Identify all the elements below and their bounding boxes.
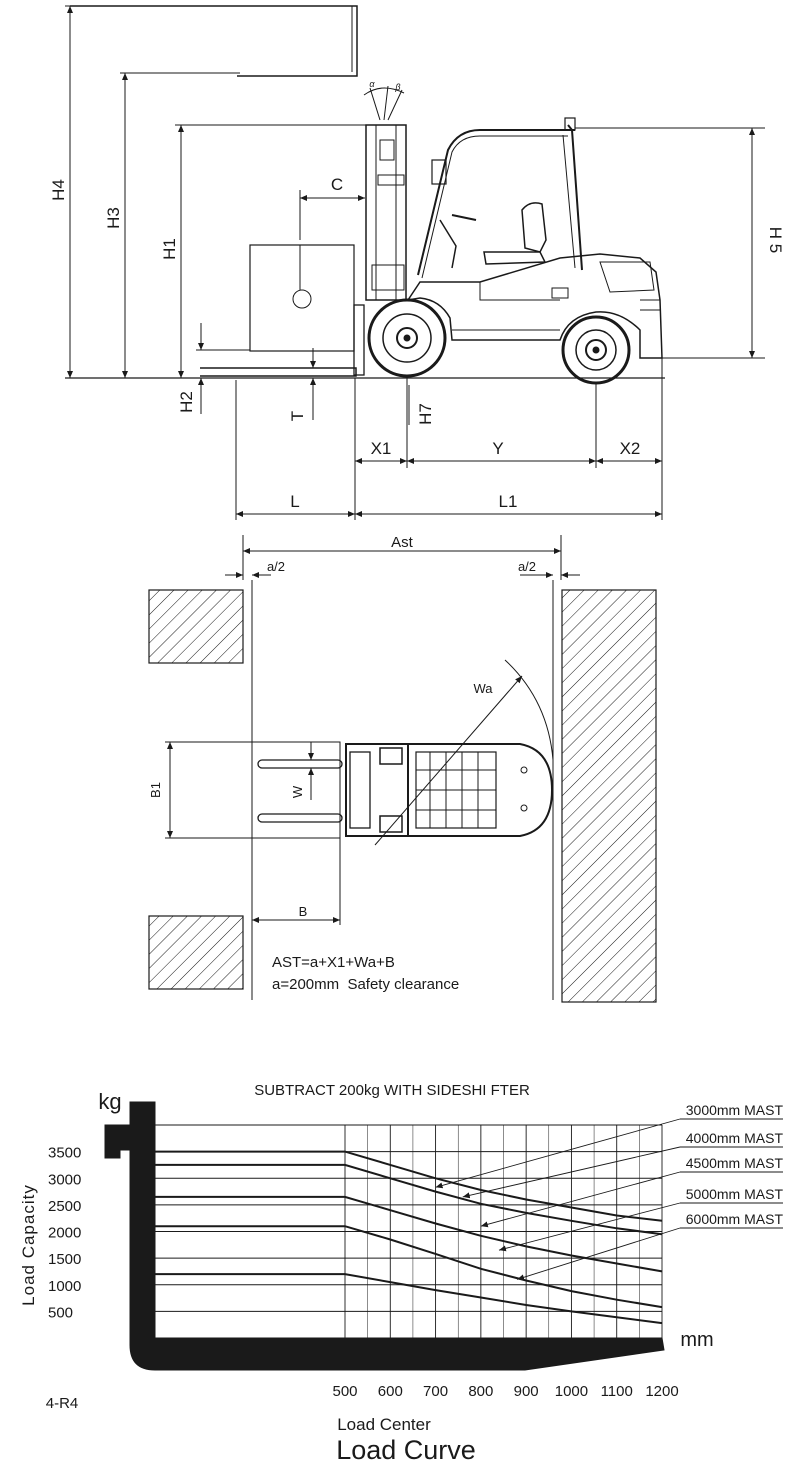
legend-label-5: 6000mm MAST — [686, 1211, 784, 1227]
series-line-1 — [155, 1150, 663, 1222]
label-h2: H2 — [177, 391, 196, 413]
x-tick-label: 700 — [423, 1383, 448, 1400]
y-tick-label: 3000 — [48, 1171, 81, 1188]
label-h1: H1 — [160, 238, 179, 260]
label-h5: H 5 — [766, 227, 785, 253]
chart-title: Load Curve — [336, 1435, 476, 1465]
side-view-drawing — [65, 5, 765, 520]
legend-leader-2 — [462, 1146, 681, 1199]
chart-legend: 3000mm MAST 4000mm MAST 4500mm MAST 5000mm … — [435, 1102, 784, 1281]
label-b: B — [299, 904, 308, 919]
x-tick-label: 1200 — [645, 1383, 678, 1400]
label-alpha: α — [369, 79, 375, 89]
label-x1: X1 — [371, 439, 392, 458]
safety-clearance-note: a=200mm Safety clearance — [272, 976, 459, 993]
fork-shaped-axis — [104, 1101, 665, 1371]
chart-note: SUBTRACT 200kg WITH SIDESHI FTER — [254, 1082, 530, 1099]
series-line-4 — [155, 1225, 663, 1309]
load-chart: SUBTRACT 200kg WITH SIDESHI FTER kg mm L… — [19, 1082, 783, 1465]
ast-formula: AST=a+X1+Wa+B — [272, 954, 395, 971]
plan-view-drawing — [148, 535, 657, 1003]
label-t: T — [288, 411, 307, 421]
legend-leader-3 — [480, 1171, 681, 1228]
plan-view-labels: Ast a/2 a/2 Wa B1 W B AST=a+X1+Wa+B a=20… — [148, 534, 536, 993]
label-w: W — [290, 785, 305, 798]
y-tick-label: 1000 — [48, 1278, 81, 1295]
chart-grid — [155, 1124, 663, 1338]
chart-series — [155, 1150, 663, 1325]
legend-label-3: 4500mm MAST — [686, 1155, 784, 1171]
x-tick-label: 900 — [514, 1383, 539, 1400]
series-line-5 — [155, 1273, 663, 1325]
legend-leader-5 — [516, 1227, 681, 1281]
label-wa: Wa — [473, 681, 493, 696]
y-axis-title: Load Capacity — [19, 1184, 38, 1306]
chart-y-ticks: 500 1000 1500 2000 2500 3000 3500 — [48, 1145, 81, 1322]
legend-leader-1 — [435, 1118, 681, 1189]
label-c: C — [331, 175, 343, 194]
y-tick-label: 2500 — [48, 1198, 81, 1215]
label-beta: β — [394, 82, 400, 92]
y-unit: kg — [98, 1089, 121, 1114]
y-tick-label: 3500 — [48, 1145, 81, 1162]
legend-label-1: 3000mm MAST — [686, 1102, 784, 1118]
x-tick-label: 1000 — [555, 1383, 588, 1400]
label-a-half-right: a/2 — [518, 559, 536, 574]
label-y: Y — [492, 439, 503, 458]
legend-label-4: 5000mm MAST — [686, 1186, 784, 1202]
label-b1: B1 — [148, 782, 163, 798]
y-tick-label: 500 — [48, 1304, 73, 1321]
y-tick-label: 1500 — [48, 1251, 81, 1268]
series-line-3 — [155, 1195, 663, 1273]
x-tick-label: 800 — [468, 1383, 493, 1400]
label-h4: H4 — [49, 179, 68, 201]
legend-label-2: 4000mm MAST — [686, 1130, 784, 1146]
x-tick-label: 1100 — [601, 1383, 633, 1400]
series-line-2 — [155, 1163, 663, 1236]
label-h7: H7 — [416, 403, 435, 425]
x-tick-label: 600 — [378, 1383, 403, 1400]
x-axis-title: Load Center — [337, 1415, 431, 1434]
label-a-half-left: a/2 — [267, 559, 285, 574]
label-ast: Ast — [391, 534, 414, 551]
x-tick-label: 500 — [332, 1383, 357, 1400]
legend-leader-4 — [498, 1202, 681, 1252]
label-l: L — [290, 492, 299, 511]
side-view-labels: H4 H3 H1 H 5 H2 T H7 C X1 Y X2 L L1 α β — [49, 79, 785, 511]
chart-x-ticks: 500 600 700 800 900 1000 1100 1200 — [332, 1383, 678, 1400]
x-unit: mm — [680, 1329, 713, 1351]
label-x2: X2 — [620, 439, 641, 458]
y-tick-label: 2000 — [48, 1225, 81, 1242]
label-h3: H3 — [104, 207, 123, 229]
page-code: 4-R4 — [46, 1395, 79, 1412]
label-l1: L1 — [499, 492, 518, 511]
